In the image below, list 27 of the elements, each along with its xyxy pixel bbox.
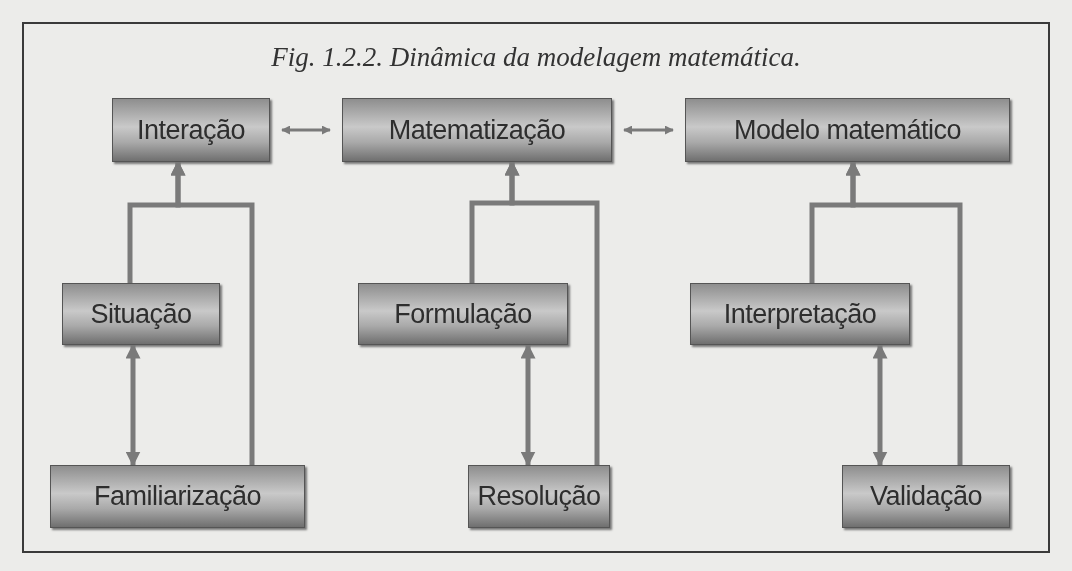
process-box [342, 98, 612, 162]
box-label: Validação [869, 481, 983, 512]
box-label: Formulação [394, 298, 532, 330]
connector-arrow [872, 343, 888, 467]
process-box [842, 465, 1010, 528]
figure-title: Fig. 1.2.2. Dinâmica da modelagem matemática. [270, 42, 802, 73]
process-box [112, 98, 270, 162]
connector-arrow [520, 343, 536, 467]
connector-arrow [125, 343, 141, 467]
connector-arrow [281, 125, 331, 135]
box-label: Matematização [388, 114, 566, 146]
box-label: Modelo matemático [733, 114, 962, 146]
box-label: Situação [90, 298, 192, 330]
box-label: Interpretação [723, 298, 877, 330]
connector-arrow [170, 160, 255, 465]
connector-arrow [504, 160, 600, 465]
process-box [685, 98, 1010, 162]
process-box [358, 283, 568, 345]
process-box [690, 283, 910, 345]
process-box [50, 465, 305, 528]
process-box [62, 283, 220, 345]
box-label: Resolução [477, 481, 601, 512]
box-label: Interação [136, 114, 246, 146]
connector-arrow [845, 160, 963, 465]
process-box [468, 465, 610, 528]
box-label: Familiarização [93, 481, 262, 512]
connector-arrow [623, 125, 674, 135]
